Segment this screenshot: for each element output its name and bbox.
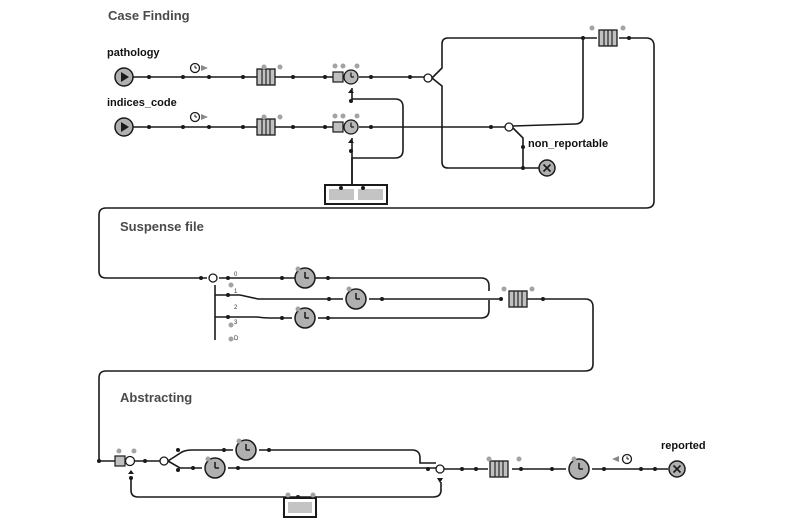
port-label-0: 0 xyxy=(234,272,238,278)
select-suspense[interactable] xyxy=(208,273,218,283)
delay-abstracting-a[interactable] xyxy=(235,439,257,461)
delay-abstracting-b[interactable] xyxy=(204,457,226,479)
seize-pathology[interactable] xyxy=(332,69,359,93)
delay-abstracting-c[interactable] xyxy=(568,458,590,480)
resource-pool-case-finding[interactable] xyxy=(324,184,388,205)
time-measure-indices[interactable] xyxy=(189,111,209,123)
seize-indices[interactable] xyxy=(332,119,359,143)
fork-icon xyxy=(159,456,169,466)
queue-abstracting[interactable] xyxy=(489,460,509,478)
fork-icon xyxy=(423,73,433,83)
triangle-up-icon xyxy=(128,470,134,474)
resource-pool-abstracting[interactable] xyxy=(283,497,317,518)
triangle-up-icon xyxy=(348,139,354,143)
sink-reported[interactable] xyxy=(668,460,686,478)
select-pathology[interactable] xyxy=(423,73,433,83)
x-icon xyxy=(542,163,552,173)
queue-pathology[interactable] xyxy=(256,68,276,86)
queue-suspense[interactable] xyxy=(508,290,528,308)
section-title-suspense-file: Suspense file xyxy=(120,219,204,234)
time-measure-pathology[interactable] xyxy=(189,62,209,74)
section-title-case-finding: Case Finding xyxy=(108,8,190,23)
port-label-3: 3 xyxy=(234,320,238,326)
flag-icon xyxy=(201,65,208,71)
delay-suspense-1[interactable] xyxy=(345,288,367,310)
play-icon xyxy=(121,122,129,132)
source-pathology[interactable] xyxy=(114,67,134,87)
clock-icon xyxy=(124,455,136,467)
flag-icon xyxy=(612,456,619,462)
status-ports xyxy=(116,25,626,498)
label-non-reportable: non_reportable xyxy=(528,138,608,150)
seize-abstracting[interactable] xyxy=(114,455,136,474)
source-indices-code[interactable] xyxy=(114,117,134,137)
x-icon xyxy=(672,464,682,474)
queue-indices[interactable] xyxy=(256,118,276,136)
section-title-abstracting: Abstracting xyxy=(120,390,192,405)
port-label-2: 2 xyxy=(234,305,238,311)
label-reported: reported xyxy=(661,440,706,452)
fork-icon xyxy=(504,122,514,132)
select-port-labels: 0 1 2 3 D xyxy=(234,272,239,342)
delay-suspense-0[interactable] xyxy=(294,267,316,289)
triangle-down-icon xyxy=(437,478,443,483)
play-icon xyxy=(121,72,129,82)
label-indices-code: indices_code xyxy=(107,97,177,109)
delay-suspense-2[interactable] xyxy=(294,307,316,329)
time-measure-end[interactable] xyxy=(612,453,633,465)
port-label-1: 1 xyxy=(234,289,238,295)
select-abstracting[interactable] xyxy=(159,456,169,466)
sink-non-reportable[interactable] xyxy=(538,159,556,177)
join-abstracting[interactable] xyxy=(435,464,445,483)
connection-points xyxy=(97,36,657,499)
label-pathology: pathology xyxy=(107,47,160,59)
select-indices[interactable] xyxy=(504,122,514,132)
wires-case-finding xyxy=(98,37,655,279)
fork-icon xyxy=(208,273,218,283)
triangle-up-icon xyxy=(348,89,354,93)
queue-top-right[interactable] xyxy=(598,29,618,47)
flag-icon xyxy=(201,114,208,120)
port-label-default: D xyxy=(234,336,239,342)
